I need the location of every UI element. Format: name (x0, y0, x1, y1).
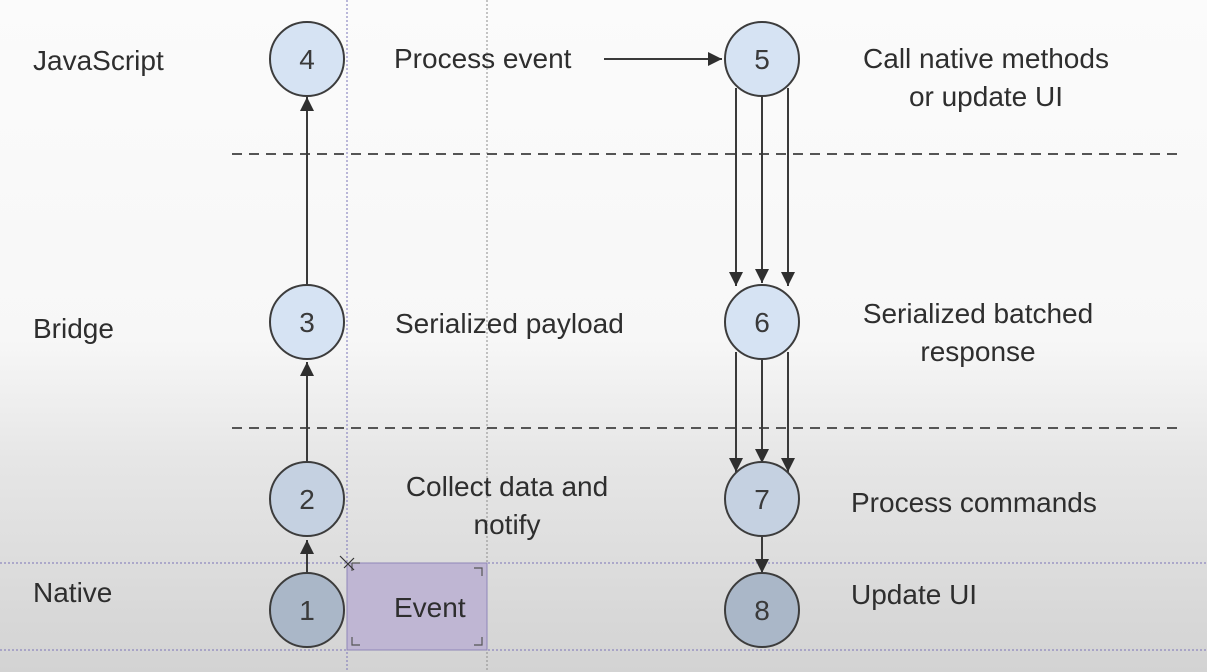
node-7[interactable]: 7 (724, 461, 800, 537)
move-cursor-icon (339, 555, 355, 571)
layer-label-javascript: JavaScript (33, 45, 164, 76)
node-2-label: 2 (299, 484, 315, 515)
step-label-process-commands: Process commands (851, 487, 1097, 518)
step-label-line: Serialized batched (862, 298, 1094, 329)
node-6[interactable]: 6 (724, 284, 800, 360)
step-label-line: response (920, 336, 1036, 367)
step-label-line: notify (473, 509, 541, 540)
step-label-line: Call native methods (863, 43, 1109, 74)
selection-handle[interactable] (474, 567, 483, 576)
node-5[interactable]: 5 (724, 21, 800, 97)
node-3[interactable]: 3 (269, 284, 345, 360)
selection-handle[interactable] (474, 637, 483, 646)
node-3-label: 3 (299, 307, 315, 338)
node-8-label: 8 (754, 595, 770, 626)
step-label-line: or update UI (908, 81, 1064, 112)
selection-handle[interactable] (351, 637, 360, 646)
step-label-serialized-payload: Serialized payload (395, 308, 624, 339)
node-1-label: 1 (299, 595, 315, 626)
node-8[interactable]: 8 (724, 572, 800, 648)
node-1[interactable]: 1 (269, 572, 345, 648)
step-label-collect-data: Collect data and notify (357, 468, 657, 544)
node-2[interactable]: 2 (269, 461, 345, 537)
node-4-label: 4 (299, 44, 315, 75)
selection-handle[interactable] (351, 562, 360, 571)
event-box-label: Event (394, 592, 466, 623)
step-label-serialized-batched: Serialized batched response (828, 295, 1128, 371)
step-label-call-native: Call native methods or update UI (836, 40, 1136, 116)
step-label-line: Collect data and (405, 471, 609, 502)
node-4[interactable]: 4 (269, 21, 345, 97)
layer-label-native: Native (33, 577, 113, 608)
step-label-update-ui: Update UI (851, 579, 978, 610)
layer-label-bridge: Bridge (33, 313, 114, 344)
node-6-label: 6 (754, 307, 770, 338)
event-box[interactable] (346, 562, 488, 651)
node-5-label: 5 (754, 44, 770, 75)
step-label-process-event: Process event (394, 43, 572, 74)
node-7-label: 7 (754, 484, 770, 515)
